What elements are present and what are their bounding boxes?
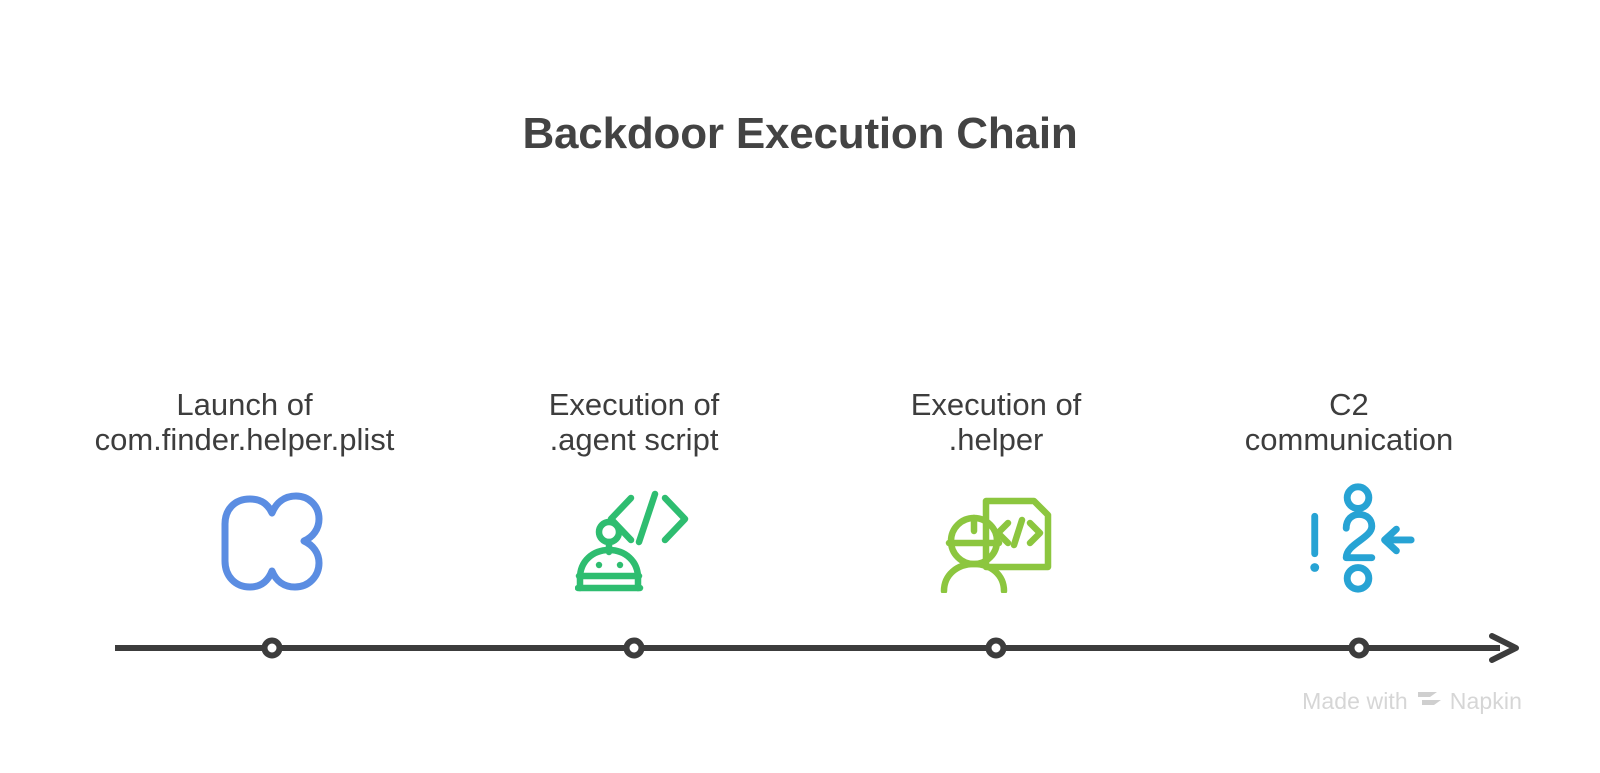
timeline-step-2-label: Execution of .agent script [548, 387, 720, 457]
timeline-step-2[interactable]: Execution of .agent script [469, 387, 799, 597]
timeline-marker-2[interactable] [623, 637, 645, 659]
robot-code-icon [574, 479, 694, 597]
watermark-brand-label: Napkin [1449, 688, 1522, 714]
timeline-marker-4[interactable] [1348, 637, 1370, 659]
engineer-document-code-icon [936, 479, 1056, 597]
alert-c2-arrow-icon [1299, 479, 1419, 597]
page-title: Backdoor Execution Chain [522, 109, 1078, 158]
timeline-step-4-label: C2 communication [1244, 387, 1454, 457]
rocket-launch-icon [212, 479, 332, 597]
timeline-step-1[interactable]: Launch of com.finder.helper.plist [95, 387, 437, 597]
timeline-marker-3[interactable] [985, 637, 1007, 659]
timeline-step-1-label: Launch of com.finder.helper.plist [94, 387, 395, 457]
timeline-step-4[interactable]: C2 communication [1194, 387, 1524, 597]
napkin-logo-icon [1416, 688, 1442, 715]
watermark-prefix-label: Made with [1302, 688, 1408, 714]
timeline-axis [0, 620, 1600, 680]
napkin-watermark[interactable]: Made with Napkin [1302, 688, 1522, 715]
timeline-step-3[interactable]: Execution of .helper [831, 387, 1161, 597]
timeline-milestones: Launch of com.finder.helper.plist Execut… [0, 387, 1600, 648]
timeline-step-3-label: Execution of .helper [910, 387, 1082, 457]
timeline-marker-1[interactable] [261, 637, 283, 659]
axis-arrowhead [1489, 633, 1519, 663]
